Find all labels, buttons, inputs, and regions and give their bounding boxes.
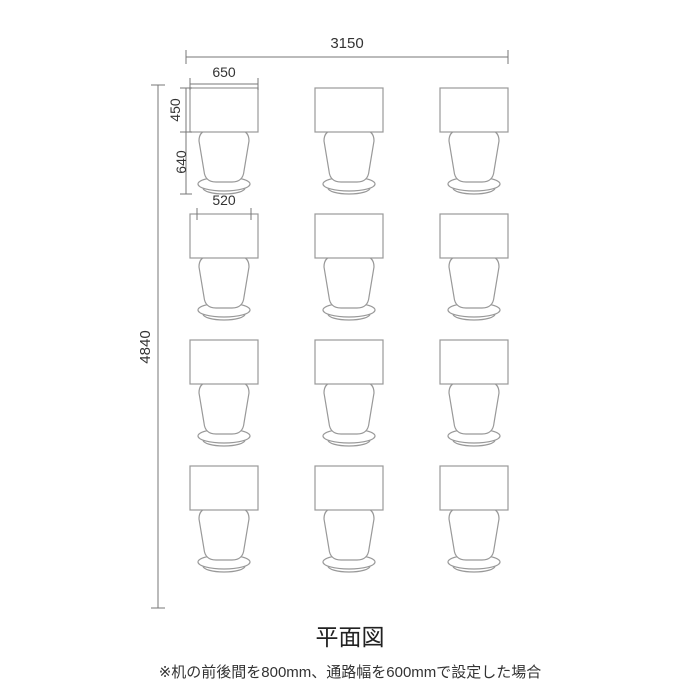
desk (439, 465, 509, 511)
chair-seat (323, 129, 375, 183)
desk (439, 213, 509, 259)
dim-label-desk-depth: 450 (167, 98, 183, 122)
desk-chair-unit (439, 87, 509, 195)
desk-chair-unit (189, 465, 259, 573)
dimension-lines (151, 50, 509, 609)
furniture-grid (189, 87, 509, 573)
chair-seat (198, 255, 250, 309)
chair-seat (198, 129, 250, 183)
chair-seat (448, 381, 500, 435)
chair-seat (323, 255, 375, 309)
plan-note: ※机の前後間を800mm、通路幅を600mmで設定した場合 (159, 664, 542, 681)
desk (189, 339, 259, 385)
desk-chair-unit (439, 213, 509, 321)
chair-seat (323, 381, 375, 435)
desk-chair-unit (189, 213, 259, 321)
desk (439, 339, 509, 385)
chair-seat (448, 255, 500, 309)
chair-seat (448, 507, 500, 561)
desk (314, 339, 384, 385)
desk-chair-unit (314, 339, 384, 447)
dim-label-total-depth: 4840 (137, 330, 154, 363)
desk (314, 213, 384, 259)
dim-label-total-width: 3150 (330, 35, 363, 52)
dim-label-chair-width: 520 (212, 192, 236, 208)
desk-chair-unit (189, 339, 259, 447)
dim-label-desk-width: 650 (212, 64, 236, 80)
desk-chair-unit (314, 87, 384, 195)
chair-seat (323, 507, 375, 561)
desk-chair-unit (314, 213, 384, 321)
dim-label-chair-depth: 640 (173, 150, 189, 174)
desk (314, 465, 384, 511)
desk-chair-unit (314, 465, 384, 573)
chair-seat (198, 381, 250, 435)
chair-seat (198, 507, 250, 561)
desk (189, 87, 259, 133)
desk-chair-unit (439, 339, 509, 447)
chair-seat (448, 129, 500, 183)
desk (189, 465, 259, 511)
desk-chair-unit (189, 87, 259, 195)
desk (189, 213, 259, 259)
desk (314, 87, 384, 133)
desk (439, 87, 509, 133)
plan-title: 平面図 (316, 624, 385, 650)
desk-chair-unit (439, 465, 509, 573)
